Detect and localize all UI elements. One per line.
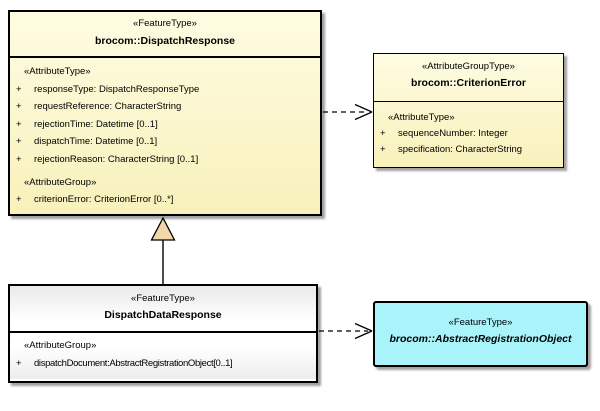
attribute-compartment: «AttributeGroup» + dispatchDocument:Abst… xyxy=(10,333,316,379)
attribute-row[interactable]: + requestReference: CharacterString xyxy=(10,98,320,116)
section-label: «AttributeGroup» xyxy=(24,340,97,351)
attribute-text: sequenceNumber: Integer xyxy=(398,128,508,139)
visibility-marker: + xyxy=(380,144,386,155)
generalization-arrow[interactable] xyxy=(150,216,176,284)
stereotype-label: «FeatureType» xyxy=(448,317,513,328)
attribute-text: criterionError: CriterionError [0..*] xyxy=(34,194,174,206)
attribute-row[interactable]: + sequenceNumber: Integer xyxy=(374,126,563,142)
attribute-text: rejectionReason: CharacterString [0..1] xyxy=(34,153,199,165)
class-header: «FeatureType» brocom::AbstractRegistrati… xyxy=(375,303,586,365)
visibility-marker: + xyxy=(16,118,22,130)
attribute-text: rejectionTime: Datetime [0..1] xyxy=(34,118,158,130)
attribute-row[interactable]: + responseType: DispatchResponseType xyxy=(10,81,320,99)
attribute-text: dispatchTime: Datetime [0..1] xyxy=(34,136,158,148)
visibility-marker: + xyxy=(16,101,22,113)
section-label: «AttributeType» xyxy=(24,66,91,77)
attribute-text: dispatchDocument:AbstractRegistrationObj… xyxy=(34,357,233,369)
attribute-row[interactable]: + criterionError: CriterionError [0..*] xyxy=(10,191,320,209)
dependency-arrow-criterion-error[interactable] xyxy=(323,103,373,121)
visibility-marker: + xyxy=(16,357,22,369)
visibility-marker: + xyxy=(16,194,22,206)
visibility-marker: + xyxy=(16,136,22,148)
class-name: brocom::CriterionError xyxy=(411,77,526,89)
class-box-dispatch-response[interactable]: «FeatureType» brocom::DispatchResponse «… xyxy=(8,10,322,216)
attribute-text: responseType: DispatchResponseType xyxy=(34,83,200,95)
attribute-text: requestReference: CharacterString xyxy=(34,101,182,113)
attribute-row[interactable]: + rejectionReason: CharacterString [0..1… xyxy=(10,151,320,169)
section-label: «AttributeGroup» xyxy=(24,176,97,188)
attribute-row[interactable]: + rejectionTime: Datetime [0..1] xyxy=(10,116,320,134)
class-header: «FeatureType» DispatchDataResponse xyxy=(10,286,316,333)
class-name: brocom::AbstractRegistrationObject xyxy=(389,333,572,345)
class-box-criterion-error[interactable]: «AttributeGroupType» brocom::CriterionEr… xyxy=(373,53,564,168)
class-header: «FeatureType» brocom::DispatchResponse xyxy=(10,12,320,58)
class-box-dispatch-data-response[interactable]: «FeatureType» DispatchDataResponse «Attr… xyxy=(8,284,318,383)
attribute-row[interactable]: + specification: CharacterString xyxy=(374,142,563,158)
visibility-marker: + xyxy=(16,83,22,95)
dependency-arrow-abstract-registration-object[interactable] xyxy=(319,322,373,340)
class-name: DispatchDataResponse xyxy=(104,309,222,321)
attribute-row[interactable]: + dispatchTime: Datetime [0..1] xyxy=(10,133,320,151)
class-box-abstract-registration-object[interactable]: «FeatureType» brocom::AbstractRegistrati… xyxy=(373,301,588,367)
stereotype-label: «FeatureType» xyxy=(133,18,197,29)
visibility-marker: + xyxy=(16,153,22,165)
attribute-compartment: «AttributeType» + sequenceNumber: Intege… xyxy=(374,102,563,158)
attribute-row[interactable]: + dispatchDocument:AbstractRegistrationO… xyxy=(10,355,316,373)
attribute-text: specification: CharacterString xyxy=(398,144,523,155)
stereotype-label: «AttributeGroupType» xyxy=(422,61,515,72)
class-header: «AttributeGroupType» brocom::CriterionEr… xyxy=(374,54,563,102)
stereotype-label: «FeatureType» xyxy=(131,293,195,304)
class-name: brocom::DispatchResponse xyxy=(94,34,236,47)
attribute-compartment: «AttributeType» + responseType: Dispatch… xyxy=(10,58,320,209)
section-label: «AttributeType» xyxy=(388,112,455,123)
visibility-marker: + xyxy=(380,128,386,139)
